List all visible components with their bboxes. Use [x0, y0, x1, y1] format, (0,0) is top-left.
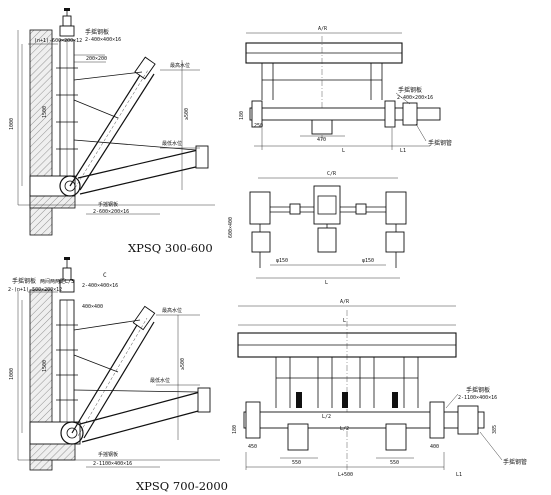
- label-water-level-high: 最高水位: [170, 62, 190, 69]
- plan-dim-right: φ150: [362, 258, 374, 264]
- label-water-level-low-2: 最低水位: [150, 377, 170, 384]
- front-700-dim-l: L: [343, 318, 346, 324]
- front-700-dim-center-right: 550: [390, 460, 399, 466]
- label-water-level-high-2: 最高水位: [162, 307, 182, 314]
- title-700-2000: XPSQ 700-2000: [136, 479, 228, 493]
- dim-vertical-3: 1500: [42, 106, 48, 118]
- front-300-label-plate-spec: 2-400×200×16: [397, 95, 433, 101]
- lower-pipe-arm-2: [79, 387, 211, 443]
- front-300-dim-left: 250: [254, 123, 263, 129]
- title-300-600: XPSQ 300-600: [128, 241, 213, 255]
- label-plate-bottom: 手摇钢板: [98, 201, 118, 208]
- dim-vertical-2: ≥500: [184, 108, 190, 120]
- rod-guide-marks: [56, 67, 78, 150]
- support-columns: [275, 357, 419, 408]
- front-300-dim-top: A/R: [318, 26, 328, 32]
- lower-pipe-arm: [77, 145, 209, 195]
- front-700-dim-top: A/R: [340, 299, 350, 305]
- front-300-dim-l1: L1: [400, 148, 406, 154]
- outlet-pipe-2: [29, 421, 81, 445]
- outlet-pipe-front-2: [243, 411, 485, 429]
- right-hoist: [385, 191, 407, 225]
- front-700-dim-mid: L/2: [340, 426, 349, 432]
- hoist-unit-right: [385, 423, 407, 451]
- label-water-level-low: 最低水位: [162, 140, 182, 147]
- outlet-pipe: [29, 175, 76, 197]
- label-c-2: C: [103, 272, 107, 279]
- label-plate-bottom-2: 手摇钢板: [98, 451, 118, 458]
- plan-label-side: 600×400: [228, 217, 234, 238]
- dim-vertical-1-2: 1000: [9, 368, 15, 380]
- side-view-300-600: 手摇钢板 2-400×400×16 (n+1)-600×200×12 200×2…: [9, 8, 215, 236]
- front-700-dim-center-left: 550: [292, 460, 301, 466]
- front-700-dim-right: 400: [430, 444, 439, 450]
- front-300-label-plate: 手摇钢板: [398, 86, 422, 94]
- side-view-700-2000: 手摇钢板 两间两两距L/3 2-(n+1)-500×200×12 C 2-400…: [8, 257, 220, 471]
- front-700-dim-l1: L1: [456, 472, 462, 478]
- label-plate-top-spec-2: 两间两两距L/3: [40, 278, 74, 285]
- dim-vertical-2-2: ≥500: [180, 358, 186, 370]
- front-700-label-outlet: 手摇钢管: [503, 458, 527, 466]
- pivot-wheel-2: [60, 421, 84, 445]
- front-300-label-outlet: 手摇钢管: [428, 139, 452, 147]
- plan-dim-left: φ150: [276, 258, 288, 264]
- hoist-head-2: [59, 257, 75, 293]
- label-rod-spec-2: 2-(n+1)-500×200×12: [8, 287, 62, 293]
- dim-vertical-3-2: 1500: [42, 360, 48, 372]
- front-700-dim-left: 450: [248, 444, 257, 450]
- front-700-dim-side-right: 385: [492, 425, 498, 434]
- hoist-head: [59, 8, 75, 37]
- label-bracket: 200×200: [86, 56, 107, 62]
- front-700-label-plate: 手摇钢板: [466, 386, 490, 394]
- front-700-label-plate-spec: 2-1100×400×16: [458, 395, 497, 401]
- label-plate-bottom-spec: 2-600×200×16: [93, 209, 129, 215]
- front-view-700-2000: A/R L 450 550 550: [232, 299, 527, 478]
- label-plate-top: 手摇钢板: [85, 28, 109, 36]
- label-rod-spec: (n+1)-600×200×12: [34, 38, 82, 44]
- front-300-dim-side: 180: [239, 111, 245, 120]
- plan-dim-top: C/R: [327, 171, 337, 177]
- inclined-pipe-arm-2: [71, 305, 156, 439]
- front-view-300-600: A/R 250 470 180 L L1 手摇钢板 2-400×200×16 手…: [239, 26, 452, 154]
- pivot-wheel: [59, 175, 81, 197]
- label-bracket-2b: 400×400: [82, 304, 103, 310]
- rod-guide-marks-2: [56, 324, 78, 401]
- plan-view-300-600: C/R 600×400 φ150 φ150 L: [228, 171, 407, 286]
- front-300-dim-l: L: [342, 148, 345, 154]
- label-plate-top-spec: 2-400×400×16: [85, 37, 121, 43]
- front-700-dim-bottom: L+500: [338, 472, 353, 478]
- hoist-unit-left: [287, 423, 309, 451]
- label-bracket-2a: 2-400×400×16: [82, 283, 118, 289]
- front-700-dim-half: L/2: [322, 414, 331, 420]
- front-300-dim-center: 470: [317, 137, 326, 143]
- label-plate-top-2: 手摇钢板: [12, 277, 36, 285]
- inclined-pipe-arm: [69, 56, 156, 191]
- dim-vertical-1: 1000: [9, 118, 15, 130]
- plan-dim-l: L: [325, 280, 328, 286]
- front-700-dim-side: 180: [232, 425, 238, 434]
- label-plate-bottom-spec-2: 2-1100×400×16: [93, 461, 132, 467]
- left-hoist: [249, 191, 271, 225]
